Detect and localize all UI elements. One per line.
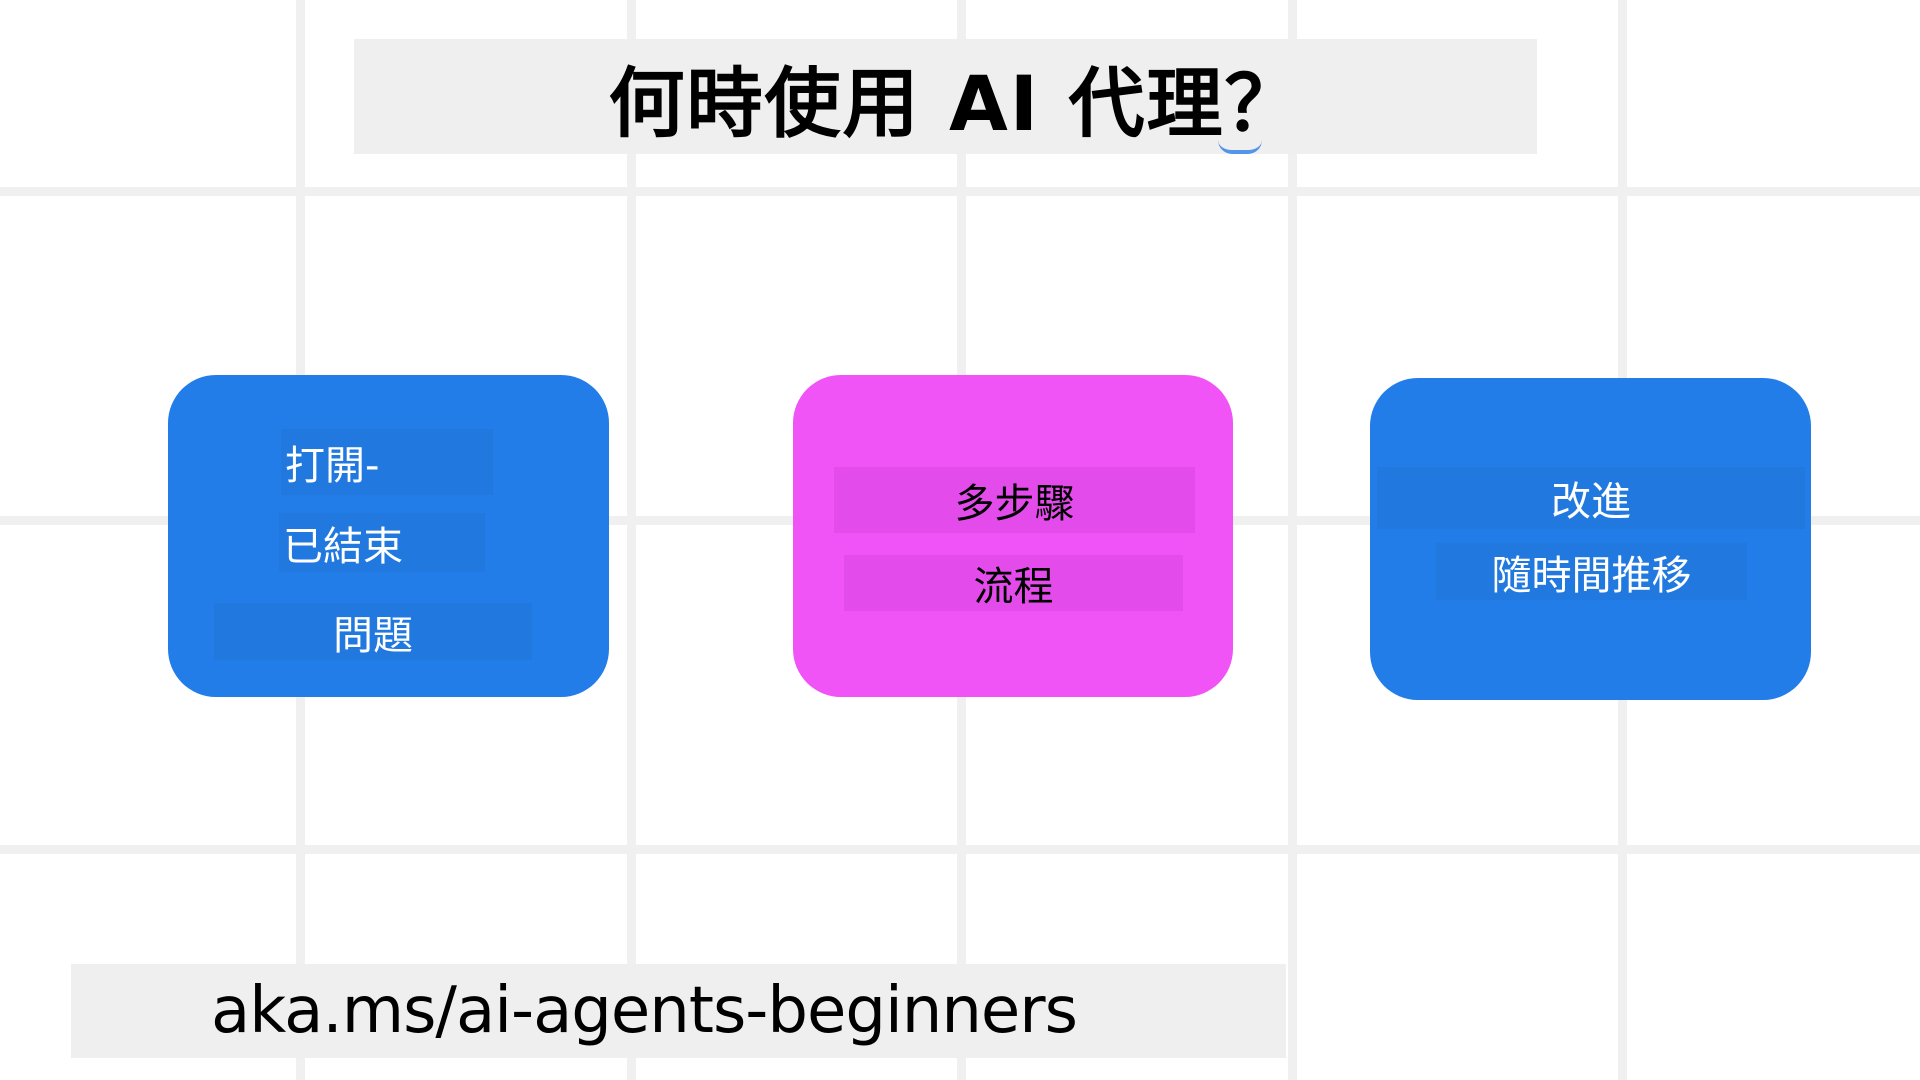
card-label: 多步驟 [834,467,1195,533]
grid-line-horizontal [0,187,1920,196]
decorative-arc [1218,140,1262,154]
title-banner: 何時使用 AI 代理？ [354,39,1537,154]
grid-line-vertical [1288,0,1297,1080]
card-improvement-over-time: 改進 隨時間推移 [1370,378,1811,700]
grid-line-horizontal [0,845,1920,854]
card-label: 隨時間推移 [1436,543,1747,600]
grid-line-vertical [627,0,636,1080]
card-label: 已結束 [279,513,485,572]
card-label: 流程 [844,555,1183,611]
footer-banner: aka.ms/ai-agents-beginners [71,964,1286,1058]
course-link[interactable]: aka.ms/ai-agents-beginners [211,974,1078,1048]
page-title: 何時使用 AI 代理？ [608,58,1303,148]
card-multi-step-processes: 多步驟 流程 [793,375,1233,697]
card-label: 打開- [281,429,493,495]
card-label: 問題 [214,603,532,660]
card-open-ended-problems: 打開- 已結束 問題 [168,375,609,697]
card-label: 改進 [1377,467,1805,529]
